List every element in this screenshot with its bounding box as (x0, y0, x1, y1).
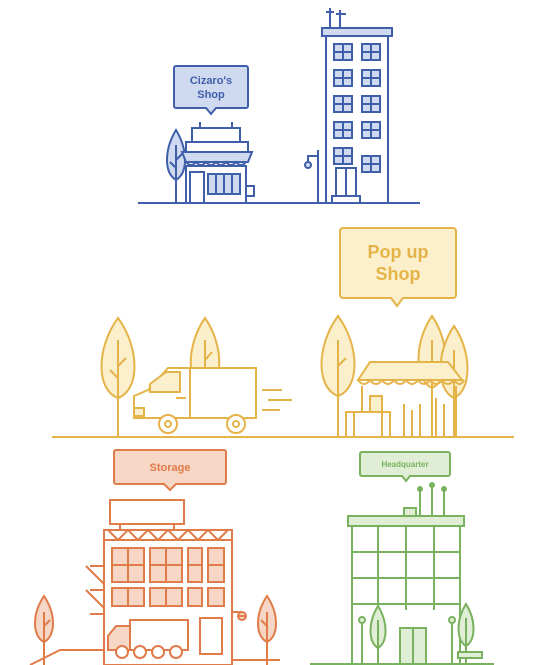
cizaro-shop-label-line1: Cizaro's (190, 75, 232, 87)
popup-shop-label-line1: Pop up (368, 242, 429, 262)
lamp-post-icon (232, 611, 247, 621)
storage-bubble: Storage (113, 449, 227, 492)
headquarter-label: Headquarter (381, 460, 428, 469)
van-icon (133, 367, 292, 434)
building-icon (347, 515, 465, 665)
tree-icon (369, 604, 387, 665)
tree-icon (320, 314, 356, 437)
lamp-post-icon (304, 150, 319, 203)
popup-shop-bubble: Pop up Shop (339, 227, 457, 308)
headquarter-scene: Headquarter (310, 451, 494, 665)
tree-icon (34, 594, 54, 665)
tree-icon (166, 128, 186, 203)
cizaro-shop-scene: Cizaro's Shop (138, 8, 420, 204)
headquarter-bubble: Headquarter (359, 451, 451, 483)
building-icon (321, 8, 393, 204)
storage-scene: Storage (29, 449, 280, 665)
cizaro-shop-label-line2: Shop (197, 89, 225, 101)
cizaro-shop-bubble: Cizaro's Shop (173, 65, 249, 116)
ground-line (29, 649, 280, 665)
popup-shop-label-line2: Shop (376, 264, 421, 284)
tree-icon (257, 594, 277, 665)
shop-icon (180, 122, 255, 204)
shop-icon (345, 361, 465, 438)
tree-icon (100, 316, 136, 437)
truck-icon (107, 619, 189, 659)
building-icon (85, 499, 233, 665)
bench-icon (457, 651, 483, 659)
lamp-post-icon (448, 616, 456, 665)
lamp-post-icon (358, 616, 366, 665)
storage-label: Storage (150, 462, 191, 474)
antenna-icon (403, 482, 447, 517)
popup-shop-scene: Pop up Shop (52, 227, 514, 438)
